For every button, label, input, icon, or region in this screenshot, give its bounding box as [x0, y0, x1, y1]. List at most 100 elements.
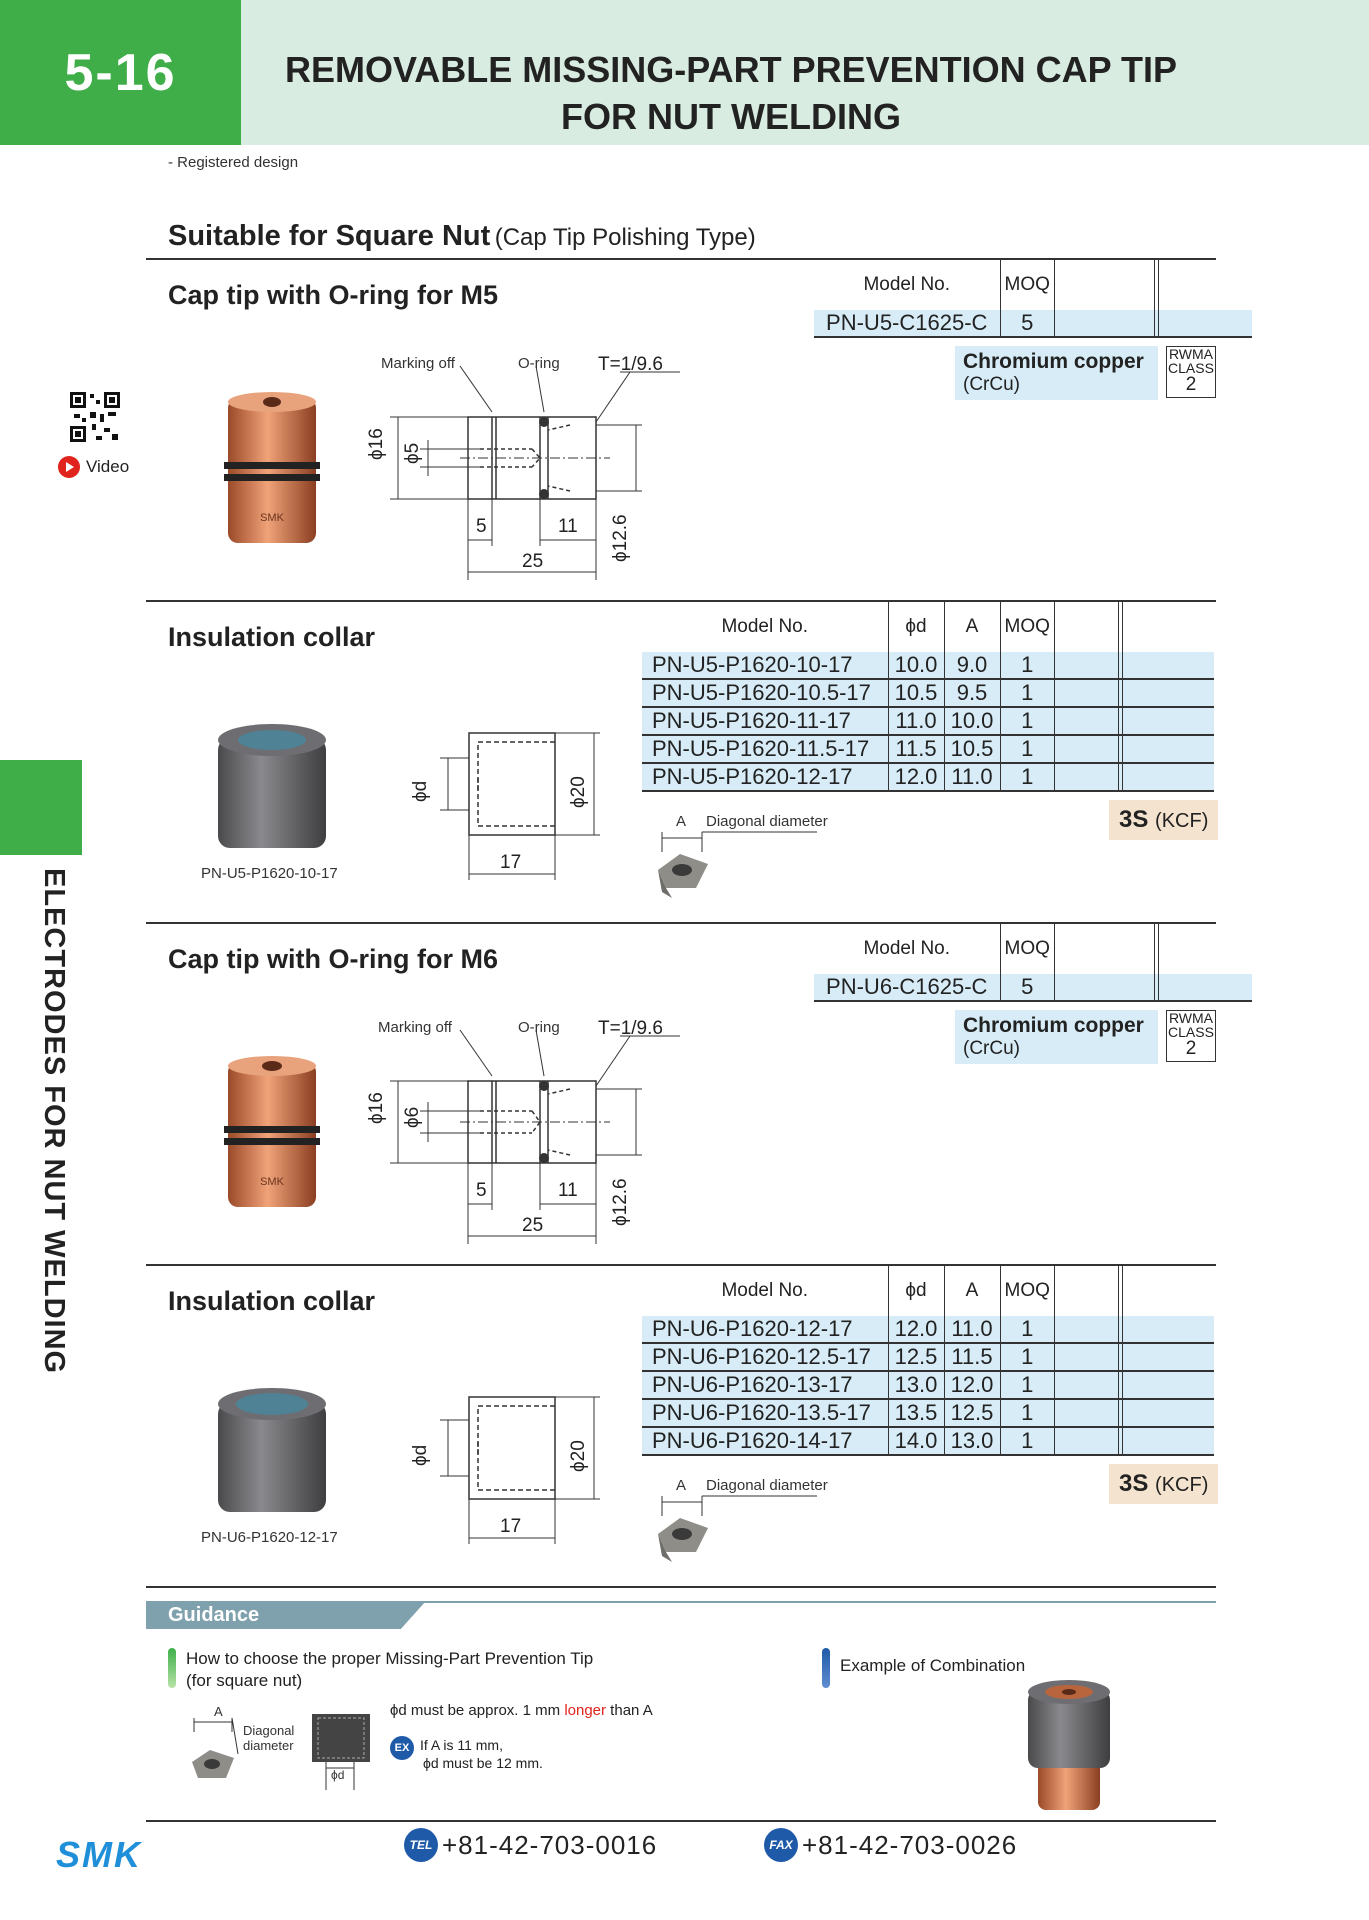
cell-a: 12.0	[943, 1371, 1000, 1400]
header-spacer	[1153, 260, 1159, 310]
cell-d: 13.0	[887, 1371, 944, 1400]
cell-d: 10.5	[887, 679, 944, 708]
divider	[146, 1820, 1216, 1822]
material-name: Chromium copper	[963, 350, 1144, 373]
fax-contact[interactable]: FAX +81-42-703-0026	[764, 1828, 1017, 1862]
cell-model: PN-U6-P1620-14-17	[642, 1427, 888, 1456]
cap-m6-table: Model No. MOQ PN-U6-C1625-C 5	[814, 924, 1253, 1002]
qr-code-icon[interactable]	[68, 390, 122, 444]
cap-tip-photo: SMK	[224, 1056, 320, 1207]
cell-d: 12.0	[887, 763, 944, 792]
material-abbr: (CrCu)	[963, 1038, 1020, 1059]
example-line1: If A is 11 mm,	[420, 1737, 503, 1753]
divider	[146, 600, 1216, 602]
cell-model: PN-U5-P1620-11-17	[642, 707, 888, 736]
guidance-tag: Guidance	[146, 1601, 426, 1629]
table-row: PN-U5-P1620-10-17 10.0 9.0 1	[642, 652, 1215, 680]
header-a: A	[943, 1266, 1000, 1316]
header-d: ϕd	[887, 1266, 944, 1316]
cell-moq: 5	[999, 974, 1055, 1002]
phone-contact[interactable]: TEL +81-42-703-0016	[404, 1828, 657, 1862]
table-row: PN-U6-P1620-12-17 12.0 11.0 1	[642, 1316, 1215, 1344]
fax-number: +81-42-703-0026	[802, 1829, 1018, 1860]
section-subtitle: (Cap Tip Polishing Type)	[494, 224, 756, 251]
cell-a: 9.0	[943, 652, 1000, 680]
section-heading: Suitable for Square Nut (Cap Tip Polishi…	[168, 220, 756, 253]
grade-badge: 3S (KCF)	[1109, 800, 1219, 840]
dim-inner-dia: ϕd	[410, 1444, 431, 1466]
page-title-line1: REMOVABLE MISSING-PART PREVENTION CAP TI…	[284, 49, 1178, 90]
dim-length-total: 25	[522, 551, 544, 572]
table-row: PN-U5-P1620-10.5-17 10.5 9.5 1	[642, 679, 1215, 708]
marking-off-label: Marking off	[378, 1019, 452, 1036]
svg-text:SMK: SMK	[260, 1176, 285, 1188]
nut-diagonal-label: Diagonal diameter	[706, 813, 828, 830]
rule-highlight: longer	[564, 1702, 607, 1719]
nut-diagonal-label: Diagonal diameter	[706, 1477, 828, 1494]
dim-length-a: 5	[476, 516, 487, 537]
cap-tip-photo: SMK	[224, 392, 320, 543]
cell-moq: 1	[999, 763, 1055, 792]
guidance-figure	[192, 1714, 370, 1790]
example-text: If A is 11 mm, ϕd must be 12 mm.	[420, 1736, 543, 1772]
how-to-text: How to choose the proper Missing-Part Pr…	[186, 1648, 593, 1692]
table-row: PN-U5-C1625-C 5	[814, 310, 1253, 338]
cap-m5-table: Model No. MOQ PN-U5-C1625-C 5	[814, 260, 1253, 338]
table-row: PN-U5-P1620-11-17 11.0 10.0 1	[642, 707, 1215, 736]
table-row: PN-U5-P1620-11.5-17 11.5 10.5 1	[642, 735, 1215, 764]
insulation-collar-photo	[218, 724, 326, 848]
cell-moq: 5	[999, 310, 1055, 338]
dim-inner-dia: ϕ6	[402, 1106, 423, 1128]
material-box: Chromium copper (CrCu)	[955, 346, 1158, 400]
material-name: Chromium copper	[963, 1014, 1144, 1037]
table-row: PN-U6-P1620-12.5-17 12.5 11.5 1	[642, 1343, 1215, 1372]
header-model: Model No.	[863, 938, 951, 959]
tel-number: +81-42-703-0016	[442, 1829, 658, 1860]
cell-d: 14.0	[887, 1427, 944, 1456]
section-number: 5-16	[0, 0, 241, 145]
divider	[146, 1586, 1216, 1588]
page-title: REMOVABLE MISSING-PART PREVENTION CAP TI…	[241, 46, 1221, 140]
taper-label: T=1/9.6	[598, 354, 663, 375]
side-tab-marker	[0, 760, 82, 855]
cell-moq: 1	[999, 1371, 1055, 1400]
dim-length: 17	[500, 852, 522, 873]
collar-m5-table: Model No. ϕd A MOQ PN-U5-P1620-10-17 10.…	[642, 602, 1215, 792]
tel-icon: TEL	[404, 1828, 438, 1862]
green-marker	[168, 1648, 176, 1688]
example-line2: ϕd must be 12 mm.	[423, 1755, 543, 1771]
table-row: PN-U5-P1620-12-17 12.0 11.0 1	[642, 763, 1215, 792]
rwma-class-value: 2	[1185, 374, 1197, 395]
cell-d: 10.0	[887, 652, 944, 680]
nut-a-label: A	[676, 1477, 687, 1494]
header-model: Model No.	[721, 616, 809, 637]
cell-moq: 1	[999, 1427, 1055, 1456]
cell-model: PN-U5-P1620-10-17	[642, 652, 888, 680]
dim-length-a: 5	[476, 1180, 487, 1201]
collar-m5-drawing	[440, 732, 600, 880]
class-label: CLASS	[1168, 360, 1214, 376]
divider	[146, 1264, 1216, 1266]
table-row: PN-U6-P1620-14-17 14.0 13.0 1	[642, 1427, 1215, 1456]
rule-text: ϕd must be approx. 1 mm longer than A	[390, 1702, 653, 1719]
class-label: CLASS	[1168, 1024, 1214, 1040]
example-badge: EX	[390, 1736, 414, 1760]
cap-m5-title: Cap tip with O-ring for M5	[168, 280, 498, 310]
cell-moq: 1	[999, 1399, 1055, 1428]
combination-photo	[1028, 1680, 1110, 1810]
video-link[interactable]: Video	[58, 456, 129, 478]
cap-m5-drawing	[390, 365, 680, 580]
header-a: A	[943, 602, 1000, 652]
fig-a-label: A	[214, 1704, 223, 1719]
grade-value: 3S	[1119, 806, 1149, 833]
header-model: Model No.	[863, 274, 951, 295]
photo-caption: PN-U5-P1620-10-17	[201, 865, 338, 882]
fig-diag-label: Diagonal diameter	[243, 1723, 294, 1753]
cell-a: 11.0	[943, 1316, 1000, 1344]
header-moq: MOQ	[999, 1266, 1055, 1316]
registered-note: - Registered design	[168, 154, 299, 171]
cell-a: 11.0	[943, 763, 1000, 792]
cell-a: 12.5	[943, 1399, 1000, 1428]
table-row: PN-U6-P1620-13.5-17 13.5 12.5 1	[642, 1399, 1215, 1428]
dim-length: 17	[500, 1516, 522, 1537]
